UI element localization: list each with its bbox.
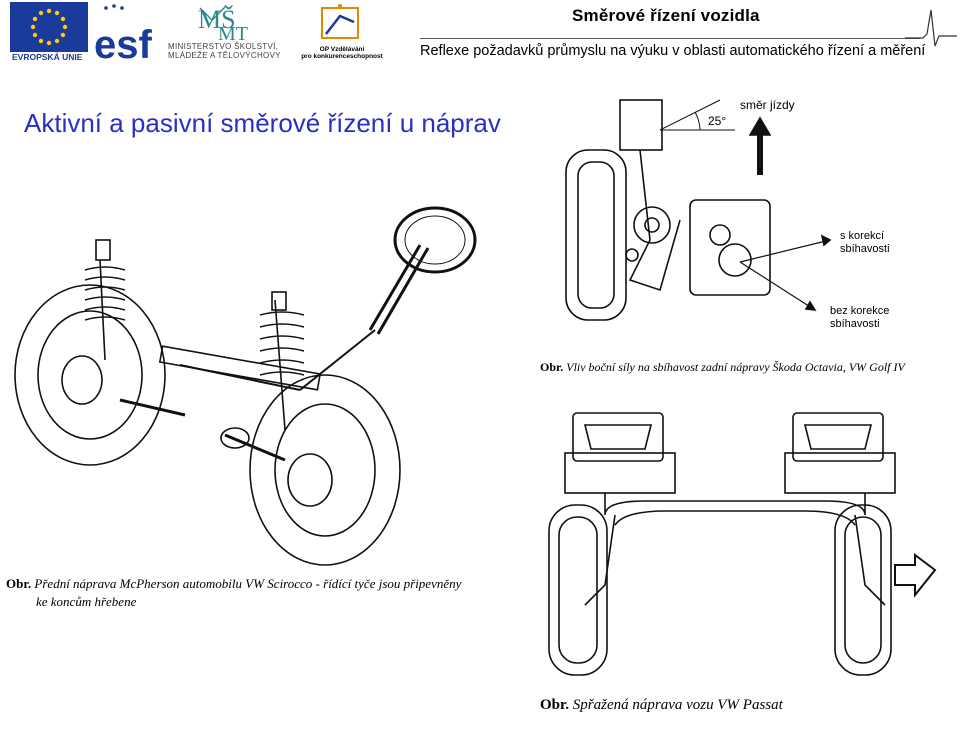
caption-rear-axle-text: Vliv boční síly na sbíhavost zadní nápra… — [566, 360, 905, 374]
eu-label: EVROPSKÁ UNIE — [12, 52, 83, 62]
op-line2: pro konkurenceschopnost — [301, 53, 383, 60]
caption-mcpherson: Obr. Přední náprava McPherson automobilu… — [6, 575, 526, 611]
msmt-logo: MŠ MT — [168, 2, 296, 64]
without-correction-line1: bez korekce — [830, 305, 890, 317]
mcpherson-axle-drawing — [10, 200, 510, 570]
op-text: OP Vzdělávání pro konkurenceschopnost — [300, 46, 384, 60]
op-line1: OP Vzdělávání — [319, 46, 365, 53]
twist-beam-axle-drawing — [545, 405, 945, 690]
rear-axle-toe-drawing — [560, 90, 950, 340]
msmt-line2: MLÁDEŽE A TĚLOVÝCHOVY — [168, 51, 281, 60]
msmt-line1: MINISTERSTVO ŠKOLSTVÍ, — [168, 42, 279, 51]
esf-text: esf — [94, 23, 152, 64]
angle-label: 25° — [708, 114, 727, 128]
slide-title: Aktivní a pasivní směrové řízení u nápra… — [24, 108, 501, 138]
caption-rear-axle-prefix: Obr. — [540, 360, 564, 374]
direction-label: směr jízdy — [740, 98, 795, 112]
caption-mcpherson-line1: Přední náprava McPherson automobilu VW S… — [34, 576, 462, 591]
op-logo — [300, 2, 384, 64]
caption-passat-text: Spřažená náprava vozu VW Passat — [572, 697, 783, 713]
caption-passat-prefix: Obr. — [540, 697, 570, 713]
pulse-icon — [905, 6, 957, 50]
svg-text:MŠ: MŠ — [198, 5, 236, 34]
with-correction-label: s korekcí sbíhavosti — [840, 230, 890, 256]
caption-mcpherson-prefix: Obr. — [6, 576, 32, 591]
header-subtitle: Reflexe požadavků průmyslu na výuku v ob… — [420, 43, 926, 59]
msmt-text: MINISTERSTVO ŠKOLSTVÍ, MLÁDEŽE A TĚLOVÝC… — [168, 42, 281, 60]
without-correction-label: bez korekce sbíhavosti — [830, 305, 889, 331]
without-correction-line2: sbíhavosti — [830, 318, 880, 330]
header-title: Směrové řízení vozidla — [572, 6, 760, 25]
caption-rear-axle: Obr. Vliv boční síly na sbíhavost zadní … — [540, 360, 905, 375]
with-correction-line1: s korekcí — [840, 230, 885, 242]
caption-mcpherson-line2: ke koncům hřebene — [36, 594, 137, 609]
svg-text:MT: MT — [218, 23, 248, 42]
esf-logo: esf — [92, 2, 162, 67]
header-divider — [420, 38, 920, 39]
eu-flag-logo — [10, 2, 88, 64]
caption-passat: Obr. Spřažená náprava vozu VW Passat — [540, 697, 783, 714]
with-correction-line2: sbíhavosti — [840, 243, 890, 255]
